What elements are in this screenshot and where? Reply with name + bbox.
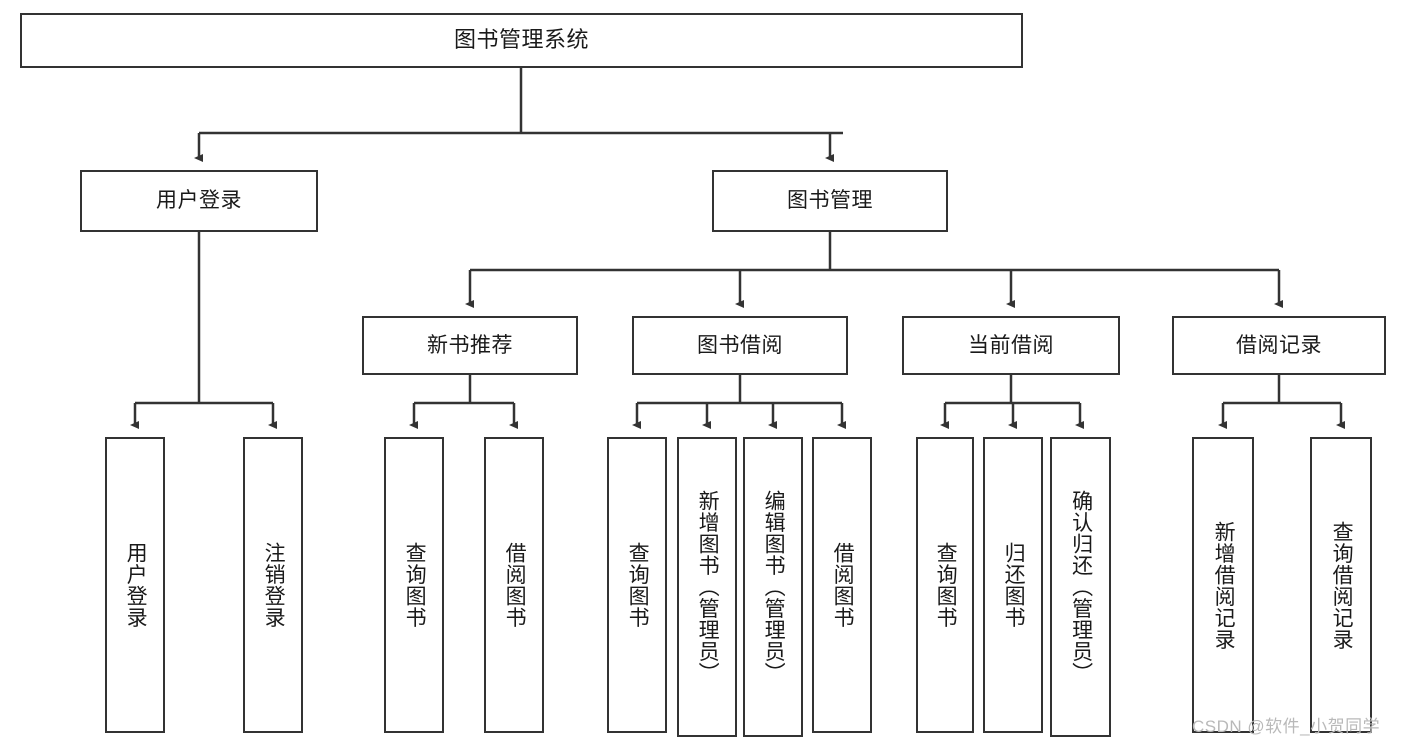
node-leaf-add-book-admin[interactable]: 新增图书（管理员） — [677, 437, 737, 737]
node-new-book-recommend[interactable]: 新书推荐 — [362, 316, 578, 375]
edge-group-root — [194, 68, 843, 162]
node-user-login[interactable]: 用户登录 — [80, 170, 318, 232]
node-leaf-add-borrow-record[interactable]: 新增借阅记录 — [1192, 437, 1254, 733]
node-leaf-confirm-return-admin[interactable]: 确认归还（管理员） — [1050, 437, 1111, 737]
node-borrow-record[interactable]: 借阅记录 — [1172, 316, 1386, 375]
edge-group-book-manage — [465, 232, 1283, 308]
csdn-watermark: CSDN @软件_小贺同学 — [1192, 717, 1381, 736]
edge-group-user-login — [130, 232, 277, 429]
edge-group-current-borrow — [940, 375, 1084, 429]
node-current-borrow[interactable]: 当前借阅 — [902, 316, 1120, 375]
node-leaf-query-book-3[interactable]: 查询图书 — [916, 437, 974, 733]
edge-group-new-book-recommend — [409, 375, 518, 429]
node-leaf-borrow-book-1[interactable]: 借阅图书 — [484, 437, 544, 733]
node-book-manage[interactable]: 图书管理 — [712, 170, 948, 232]
node-root[interactable]: 图书管理系统 — [20, 13, 1023, 68]
edge-group-borrow-record — [1218, 375, 1345, 429]
node-leaf-logout[interactable]: 注销登录 — [243, 437, 303, 733]
node-book-borrow[interactable]: 图书借阅 — [632, 316, 848, 375]
node-leaf-return-book[interactable]: 归还图书 — [983, 437, 1043, 733]
node-leaf-borrow-book-2[interactable]: 借阅图书 — [812, 437, 872, 733]
node-leaf-edit-book-admin[interactable]: 编辑图书（管理员） — [743, 437, 803, 737]
node-leaf-query-book-1[interactable]: 查询图书 — [384, 437, 444, 733]
node-leaf-user-login[interactable]: 用户登录 — [105, 437, 165, 733]
node-leaf-query-book-2[interactable]: 查询图书 — [607, 437, 667, 733]
edge-group-book-borrow — [632, 375, 846, 429]
node-leaf-query-borrow-record[interactable]: 查询借阅记录 — [1310, 437, 1372, 733]
